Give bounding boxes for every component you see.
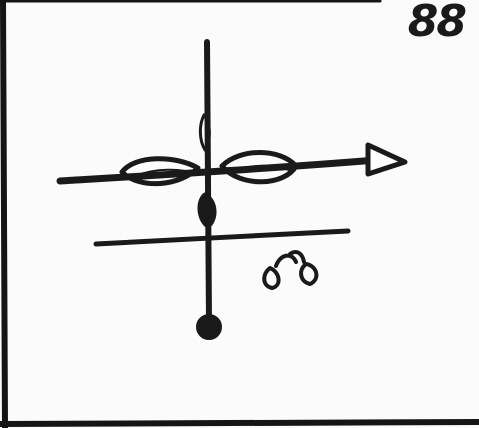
small-glyph-symbol [264, 252, 316, 288]
lower-horizontal-line [96, 231, 348, 244]
arrow-right-icon [368, 145, 405, 174]
left-border-line [3, 0, 5, 428]
vertical-axis-line [207, 42, 209, 322]
horizontal-axis-line [60, 160, 376, 181]
page-number: 88 [408, 0, 465, 44]
filled-dot-icon [197, 315, 221, 339]
vertical-axis-blob [200, 195, 214, 226]
bottom-border-line [0, 422, 479, 424]
